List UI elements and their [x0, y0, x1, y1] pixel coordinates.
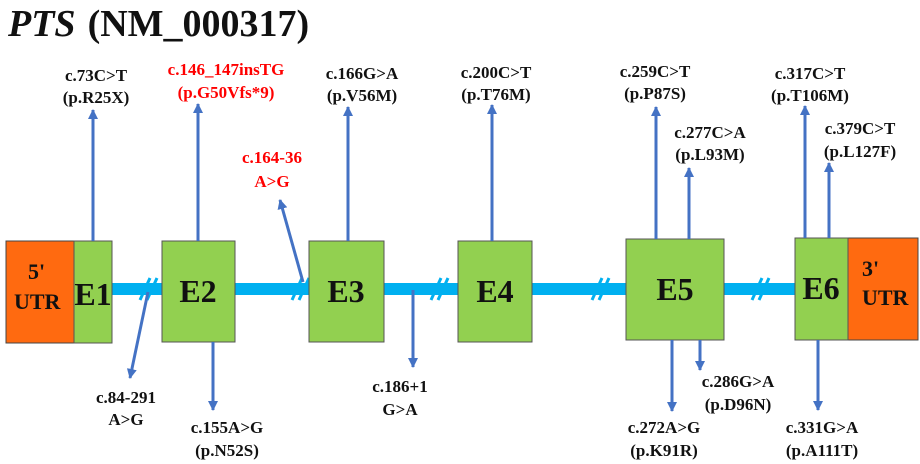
utr-3prime: 3' UTR [847, 237, 919, 341]
utr-5prime-label-2: UTR [14, 289, 62, 314]
utr-5prime-label-1: 5' [28, 259, 45, 284]
intron-3 [384, 283, 458, 295]
diagram-title: PTS (NM_000317) [7, 3, 309, 45]
intron-breaks [138, 277, 771, 301]
variant-label-c317-2: (p.T106M) [771, 86, 849, 105]
variant-label-c155-1: c.155A>G [191, 418, 263, 437]
exons: E1 E2 E3 E4 E5 E6 [73, 237, 849, 344]
exon-4-box [457, 240, 533, 343]
break-mark [290, 277, 304, 301]
variant-label-c379-2: (p.L127F) [824, 142, 896, 161]
exon-3-label: E3 [327, 273, 364, 309]
variant-label-c331-1: c.331G>A [786, 418, 859, 437]
break-mark [138, 277, 152, 301]
arrow-c164-36 [277, 199, 305, 283]
exon-1-label: E1 [74, 276, 111, 312]
utr-5prime: 5' UTR [5, 240, 75, 344]
title-gene: PTS [7, 3, 76, 45]
variant-label-c164-36-2: A>G [254, 172, 289, 191]
exon-5-box [625, 238, 725, 341]
variant-label-c277-1: c.277C>A [674, 123, 746, 142]
variant-label-c155-2: (p.N52S) [195, 441, 259, 460]
break-mark [597, 277, 611, 301]
variant-label-c200-1: c.200C>T [461, 63, 532, 82]
variant-label-c277-2: (p.L93M) [675, 145, 744, 164]
arrow-c84-291 [126, 291, 150, 379]
variant-label-c166-1: c.166G>A [326, 64, 399, 83]
variant-label-c164-36-1: c.164-36 [242, 148, 302, 167]
intron-4 [532, 283, 626, 295]
variant-label-c200-2: (p.T76M) [461, 85, 530, 104]
break-mark [750, 277, 764, 301]
variant-label-c259-1: c.259C>T [620, 62, 691, 81]
variant-label-c259-2: (p.P87S) [624, 84, 686, 103]
exon-3-box [308, 240, 385, 343]
exon-5-label: E5 [656, 271, 693, 307]
exon-6-label: E6 [802, 270, 839, 306]
variant-label-c286-2: (p.D96N) [705, 395, 772, 414]
break-mark [757, 277, 771, 301]
intron-2 [235, 283, 309, 295]
title-accession: (NM_000317) [88, 3, 310, 45]
intron-5 [724, 283, 795, 295]
variant-label-c186-1: c.186+1 [372, 377, 427, 396]
variant-label-c317-1: c.317C>T [775, 64, 846, 83]
variant-label-c331-2: (p.A111T) [786, 441, 858, 460]
exon-2-box [161, 240, 236, 343]
variant-label-c146-1: c.146_147insTG [168, 60, 285, 79]
variant-label-c272-1: c.272A>G [628, 418, 700, 437]
exon-6-box [794, 237, 849, 341]
break-mark [145, 277, 159, 301]
variant-label-c84-291-1: c.84-291 [96, 388, 156, 407]
variant-label-c146-2: (p.G50Vfs*9) [178, 83, 275, 102]
variant-label-c166-2: (p.V56M) [327, 86, 397, 105]
utr-3prime-box [847, 237, 919, 341]
variant-label-c73-1: c.73C>T [65, 66, 128, 85]
exon-1-box [73, 240, 113, 344]
variant-label-c272-2: (p.K91R) [630, 441, 698, 460]
break-mark [429, 277, 443, 301]
variant-label-c286-1: c.286G>A [702, 372, 775, 391]
variant-label-c186-2: G>A [382, 400, 418, 419]
variant-label-c84-291-2: A>G [108, 410, 143, 429]
variant-label-c73-2: (p.R25X) [63, 88, 130, 107]
utr-3prime-label-2: UTR [862, 285, 910, 310]
variant-arrows [88, 103, 834, 412]
variant-label-c379-1: c.379C>T [825, 119, 896, 138]
variant-labels: c.73C>T (p.R25X) c.146_147insTG (p.G50Vf… [63, 60, 896, 460]
exon-4-label: E4 [476, 273, 513, 309]
utr-3prime-label-1: 3' [862, 256, 879, 281]
break-mark [297, 277, 311, 301]
exon-2-label: E2 [179, 273, 216, 309]
break-mark [436, 277, 450, 301]
break-mark [590, 277, 604, 301]
